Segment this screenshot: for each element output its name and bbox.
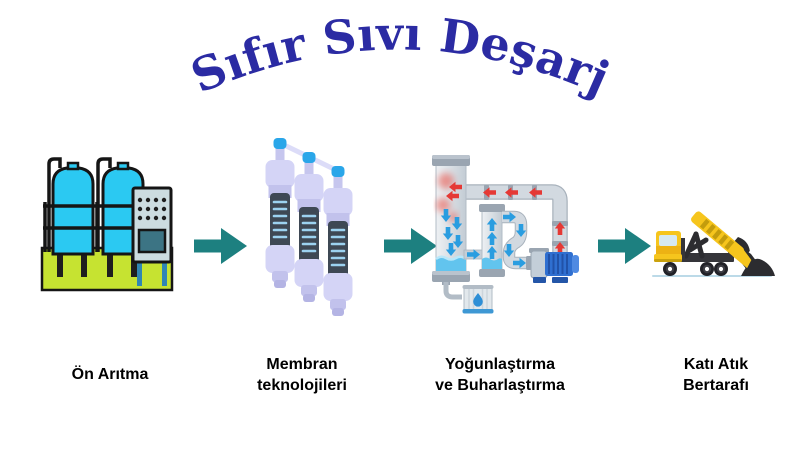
dump-truck-icon [652, 211, 775, 277]
recirculation-pipe [502, 210, 528, 270]
label-line: Membran [266, 355, 338, 373]
stage-label-kati-atik: Katı Atık Bertarafı [640, 352, 792, 398]
label-line: teknolojileri [257, 377, 347, 394]
label-line: Yoğunlaştırma [445, 355, 555, 373]
label-line: Katı Atık [683, 355, 749, 373]
truck-wheels [663, 262, 728, 276]
membrane-cartridge-icon [265, 138, 295, 288]
label-line: ve Buharlaştırma [435, 377, 565, 394]
flow-arrow [384, 228, 437, 264]
truck-cab [654, 231, 685, 262]
condensate-tank-icon [442, 280, 494, 314]
panel-screen [137, 228, 167, 254]
storage-tank-icon [51, 161, 95, 256]
cab-window [659, 235, 677, 246]
flow-arrow [598, 228, 651, 264]
title-arc: Sıfır Sıvı Deşarj [183, 12, 617, 105]
stage-label-membran: Membran teknolojileri [222, 352, 382, 398]
membrane-filters-icon [265, 138, 353, 316]
condenser-column-icon [479, 204, 505, 277]
tank-pipes [47, 157, 112, 252]
stage-label-on-aritma: Ön Arıtma [30, 352, 190, 398]
flow-arrow [194, 228, 247, 264]
vapor-pipe [462, 184, 568, 259]
page-title: Sıfır Sıvı Deşarj [183, 12, 617, 105]
label-line: Ön Arıtma [71, 366, 149, 384]
water-drop-icon [473, 293, 483, 307]
stage-label-yogunlastirma: Yoğunlaştırma ve Buharlaştırma [398, 352, 602, 398]
dump-bed [691, 211, 752, 269]
tank-legs [57, 252, 137, 277]
membrane-cartridge-icon [323, 166, 353, 316]
water-treatment-tanks-icon [40, 157, 174, 292]
pump-icon [526, 248, 579, 283]
lift-linkage [683, 231, 709, 259]
control-panel-icon [131, 186, 173, 286]
evaporator-column-icon [432, 155, 470, 282]
label-line: Bertarafı [683, 377, 749, 394]
evaporator-condenser-icon [432, 155, 579, 314]
truck-chassis [662, 253, 732, 262]
membrane-cartridge-icon [294, 152, 324, 302]
panel-buttons [137, 197, 167, 221]
